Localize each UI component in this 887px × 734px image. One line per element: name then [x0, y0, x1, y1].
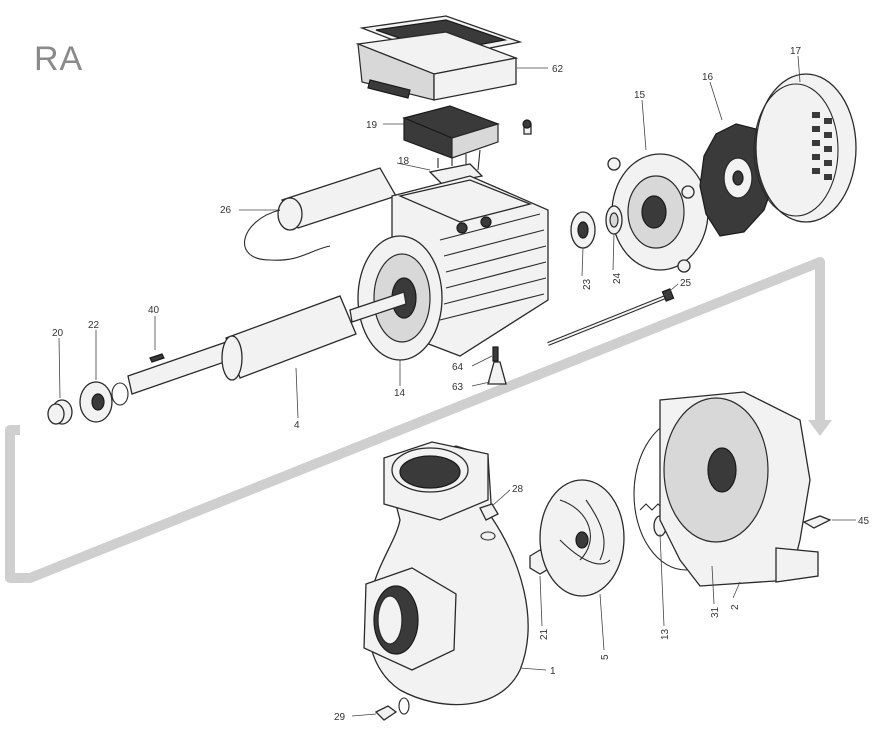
label-64: 64 — [452, 362, 464, 373]
circlip — [111, 382, 129, 406]
label-62: 62 — [552, 64, 564, 75]
label-31: 31 — [710, 606, 721, 618]
label-20: 20 — [52, 328, 64, 339]
part-labels: 62 19 18 26 15 16 17 23 24 25 40 20 22 4… — [52, 46, 870, 723]
priming-plug — [479, 503, 499, 541]
impeller — [539, 479, 625, 597]
label-21: 21 — [539, 628, 550, 640]
label-40: 40 — [148, 305, 160, 316]
capacitor — [244, 167, 397, 261]
label-25: 25 — [680, 278, 692, 289]
tie-rod — [547, 288, 675, 346]
seal-cap — [487, 361, 507, 385]
motor-stator-body — [357, 175, 549, 361]
diagram-title: RA — [34, 40, 84, 78]
bracket-bolt — [802, 515, 832, 529]
shaft-key — [149, 353, 165, 363]
seal-pin — [492, 346, 499, 362]
spring-washer — [605, 205, 623, 235]
label-23: 23 — [582, 278, 593, 290]
label-4: 4 — [294, 420, 300, 431]
label-13: 13 — [660, 628, 671, 640]
motor-end-shield — [607, 153, 709, 273]
label-1: 1 — [550, 666, 556, 677]
label-14: 14 — [394, 388, 406, 399]
shaft-nut — [47, 399, 73, 425]
label-22: 22 — [88, 320, 100, 331]
terminal-box-cover — [355, 15, 523, 101]
label-15: 15 — [634, 90, 646, 101]
pump-housing — [363, 441, 529, 706]
label-16: 16 — [702, 72, 714, 83]
label-18: 18 — [398, 156, 410, 167]
label-45: 45 — [858, 516, 870, 527]
rotor-shaft — [127, 291, 407, 395]
label-24: 24 — [612, 272, 623, 284]
label-63: 63 — [452, 382, 464, 393]
pump-bracket — [659, 391, 819, 587]
label-28: 28 — [512, 484, 524, 495]
fan-cover — [753, 73, 857, 223]
label-29: 29 — [334, 712, 346, 723]
label-17: 17 — [790, 46, 802, 57]
assembly-path-arrow — [5, 257, 832, 583]
label-2: 2 — [730, 604, 741, 610]
label-26: 26 — [220, 205, 232, 216]
bearing-rear — [570, 211, 596, 249]
leader-lines — [58, 55, 856, 717]
bearing-front — [79, 381, 113, 423]
label-5: 5 — [600, 654, 611, 660]
drain-plug — [374, 697, 410, 721]
terminal-board — [428, 149, 484, 185]
terminal-box-block — [402, 105, 532, 159]
label-19: 19 — [366, 120, 378, 131]
